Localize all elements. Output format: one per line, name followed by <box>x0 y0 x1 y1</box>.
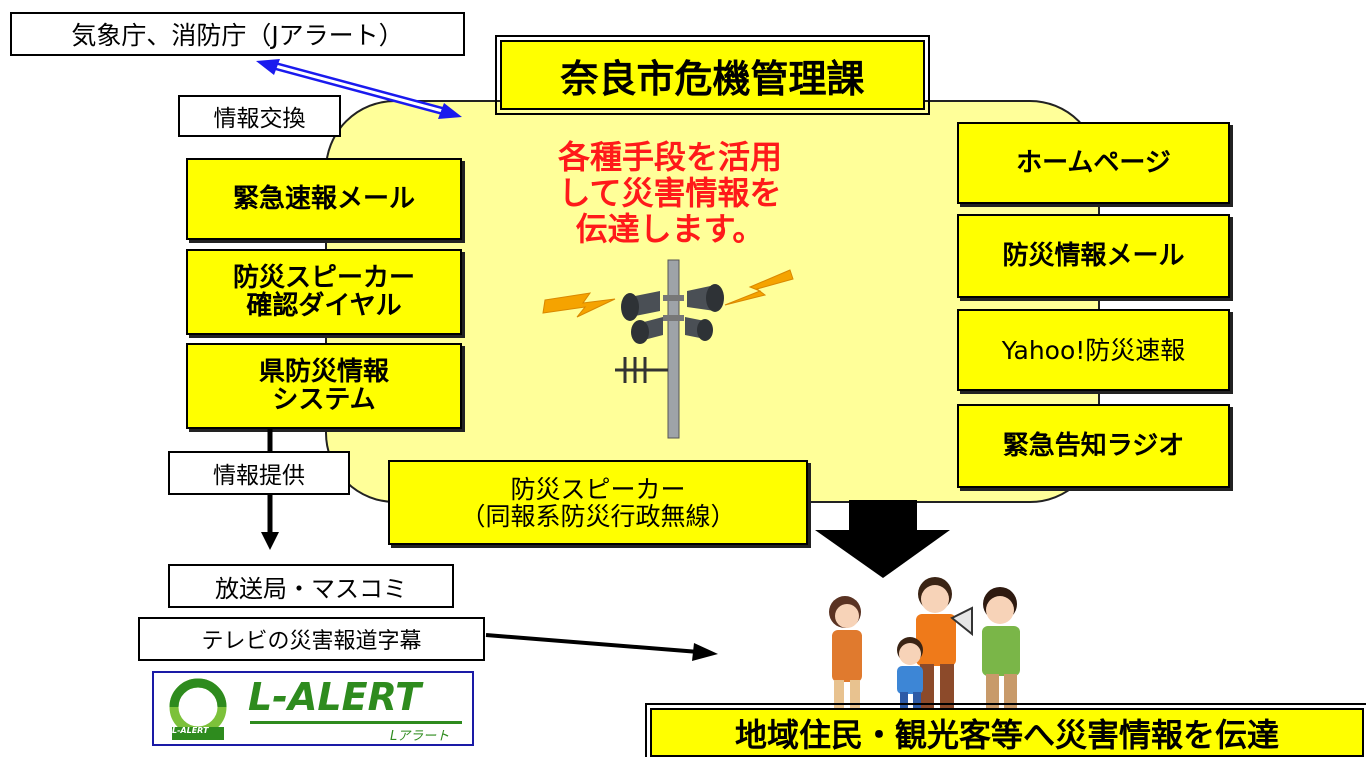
disaster-mail-label: 防災情報メール <box>1002 240 1185 271</box>
radio-box: 緊急告知ラジオ <box>957 404 1230 488</box>
lalert-sub-text: Lアラート <box>390 729 450 744</box>
big-down-arrow <box>815 500 950 578</box>
slogan: 各種手段を活用 して災害情報を 伝達します。 <box>520 138 820 248</box>
agency-label: 気象庁、消防庁（Jアラート） <box>71 21 404 50</box>
exchange-label: 情報交換 <box>213 106 306 132</box>
yahoo-label: Yahoo!防災速報 <box>1001 335 1186 365</box>
speaker-dial-line2: 確認ダイヤル <box>246 291 402 321</box>
provide-label-box: 情報提供 <box>168 451 350 495</box>
radio-label: 緊急告知ラジオ <box>1002 430 1185 461</box>
outdoor-speaker-box: 防災スピーカー （同報系防災行政無線） <box>388 460 808 545</box>
tv-caption-label: テレビの災害報道字幕 <box>201 629 422 654</box>
disaster-mail-box: 防災情報メール <box>957 214 1230 298</box>
outdoor-speaker-line2: （同報系防災行政無線） <box>460 501 736 531</box>
exchange-arrow <box>256 59 462 119</box>
emergency-mail-box: 緊急速報メール <box>186 158 462 240</box>
tv-to-residents-arrow <box>485 633 718 661</box>
prefecture-system-line1: 県防災情報 <box>258 356 389 387</box>
agency-box: 気象庁、消防庁（Jアラート） <box>10 12 465 56</box>
slogan-line2: して災害情報を <box>558 173 782 212</box>
slogan-line1: 各種手段を活用 <box>557 138 782 176</box>
title-text: 奈良市危機管理課 <box>560 56 865 101</box>
speaker-dial-box: 防災スピーカー 確認ダイヤル <box>186 249 462 335</box>
broadcast-box: 放送局・マスコミ <box>168 564 454 608</box>
lalert-logo: L-ALERT L-ALERT Lアラート <box>152 671 474 746</box>
lalert-swirl-icon <box>169 678 227 740</box>
broadcast-label: 放送局・マスコミ <box>215 574 407 603</box>
slogan-line3: 伝達します。 <box>575 209 765 248</box>
speaker-dial-line1: 防災スピーカー <box>232 262 415 293</box>
tv-caption-box: テレビの災害報道字幕 <box>138 617 485 661</box>
loudspeaker-tower-illustration <box>542 259 794 439</box>
outdoor-speaker-line1: 防災スピーカー <box>510 474 686 504</box>
exchange-label-box: 情報交換 <box>178 95 341 137</box>
yahoo-box: Yahoo!防災速報 <box>957 309 1230 391</box>
residents-banner-text: 地域住民・観光客等へ災害情報を伝達 <box>734 715 1279 754</box>
prefecture-system-box: 県防災情報 システム <box>186 343 462 429</box>
provide-label: 情報提供 <box>213 463 305 489</box>
lalert-underline <box>250 721 462 724</box>
lalert-logo-text: L-ALERT <box>248 675 422 719</box>
lalert-badge: L-ALERT <box>172 726 209 735</box>
page-title: 奈良市危機管理課 <box>495 35 930 115</box>
residents-banner: 地域住民・観光客等へ災害情報を伝達 <box>645 703 1366 757</box>
residents-illustration <box>829 577 1020 708</box>
homepage-box: ホームページ <box>957 122 1230 204</box>
homepage-label: ホームページ <box>1016 147 1171 178</box>
prefecture-system-line2: システム <box>272 385 376 415</box>
emergency-mail-label: 緊急速報メール <box>232 183 415 214</box>
